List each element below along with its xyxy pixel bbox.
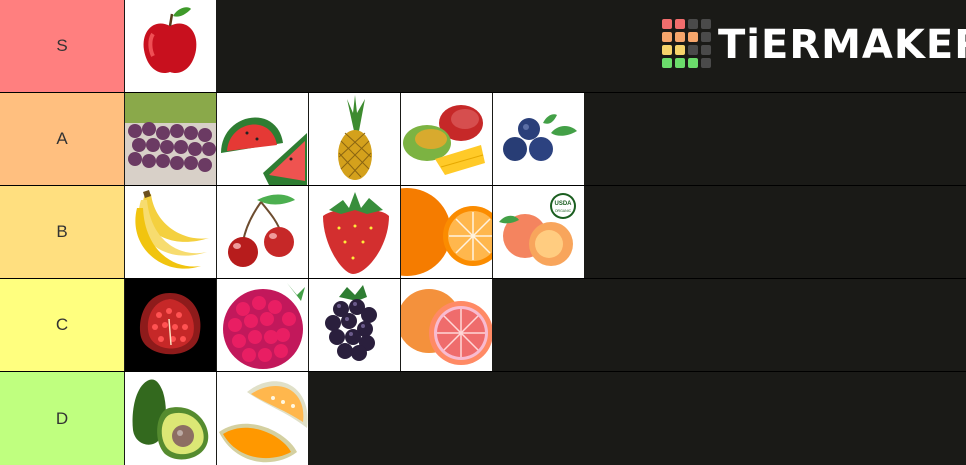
orange-tile[interactable] [401,186,492,278]
bananas-tile[interactable] [125,186,216,278]
peach-tile[interactable]: USDA ORGANIC [493,186,584,278]
blueberries-tile[interactable] [493,93,584,185]
orange-image [401,188,492,276]
watermelon-tile[interactable] [217,93,308,185]
raspberry-image [223,283,305,369]
grapes-tile[interactable] [125,93,216,185]
tier-label-s[interactable]: S [0,0,124,92]
pomegranate-tile[interactable] [125,279,216,371]
watermelon-image [221,117,307,185]
tier-row-d: D [0,372,966,465]
mango-image [403,105,485,175]
mango-tile[interactable] [401,93,492,185]
cherries-tile[interactable] [217,186,308,278]
grapefruit-tile[interactable] [401,279,492,371]
peach-image: USDA ORGANIC [499,193,576,266]
cantaloupe-image [219,381,308,463]
tier-row-s: S [0,0,966,92]
tier-label-b[interactable]: B [0,186,124,278]
bananas-image [135,190,209,269]
tier-row-b: B [0,186,966,278]
pomegranate-image [125,279,216,371]
tiermaker-wordmark: TiERMAKER [718,22,966,68]
grapes-image [125,93,216,185]
avocado-image [132,379,209,460]
avocado-tile[interactable] [125,372,216,465]
tiermaker-logo: TiERMAKER [662,19,966,71]
blueberries-image [503,114,577,161]
strawberry-image [323,192,389,274]
pineapple-image [338,95,372,180]
usda-badge-line2: ORGANIC [555,209,572,213]
cantaloupe-tile[interactable] [217,372,308,465]
apple-image [143,7,197,74]
grapefruit-image [401,289,492,365]
tier-row-c: C [0,279,966,371]
blackberry-tile[interactable] [309,279,400,371]
pineapple-tile[interactable] [309,93,400,185]
logo-grid-icon [662,19,714,71]
strawberry-tile[interactable] [309,186,400,278]
cherries-image [228,194,295,267]
tier-label-c[interactable]: C [0,279,124,371]
tier-row-a: A [0,93,966,185]
tier-label-a[interactable]: A [0,93,124,185]
blackberry-image [325,285,377,361]
apple-tile[interactable] [125,0,216,92]
raspberry-tile[interactable] [217,279,308,371]
tier-label-d[interactable]: D [0,372,124,465]
usda-badge-line1: USDA [554,201,572,207]
